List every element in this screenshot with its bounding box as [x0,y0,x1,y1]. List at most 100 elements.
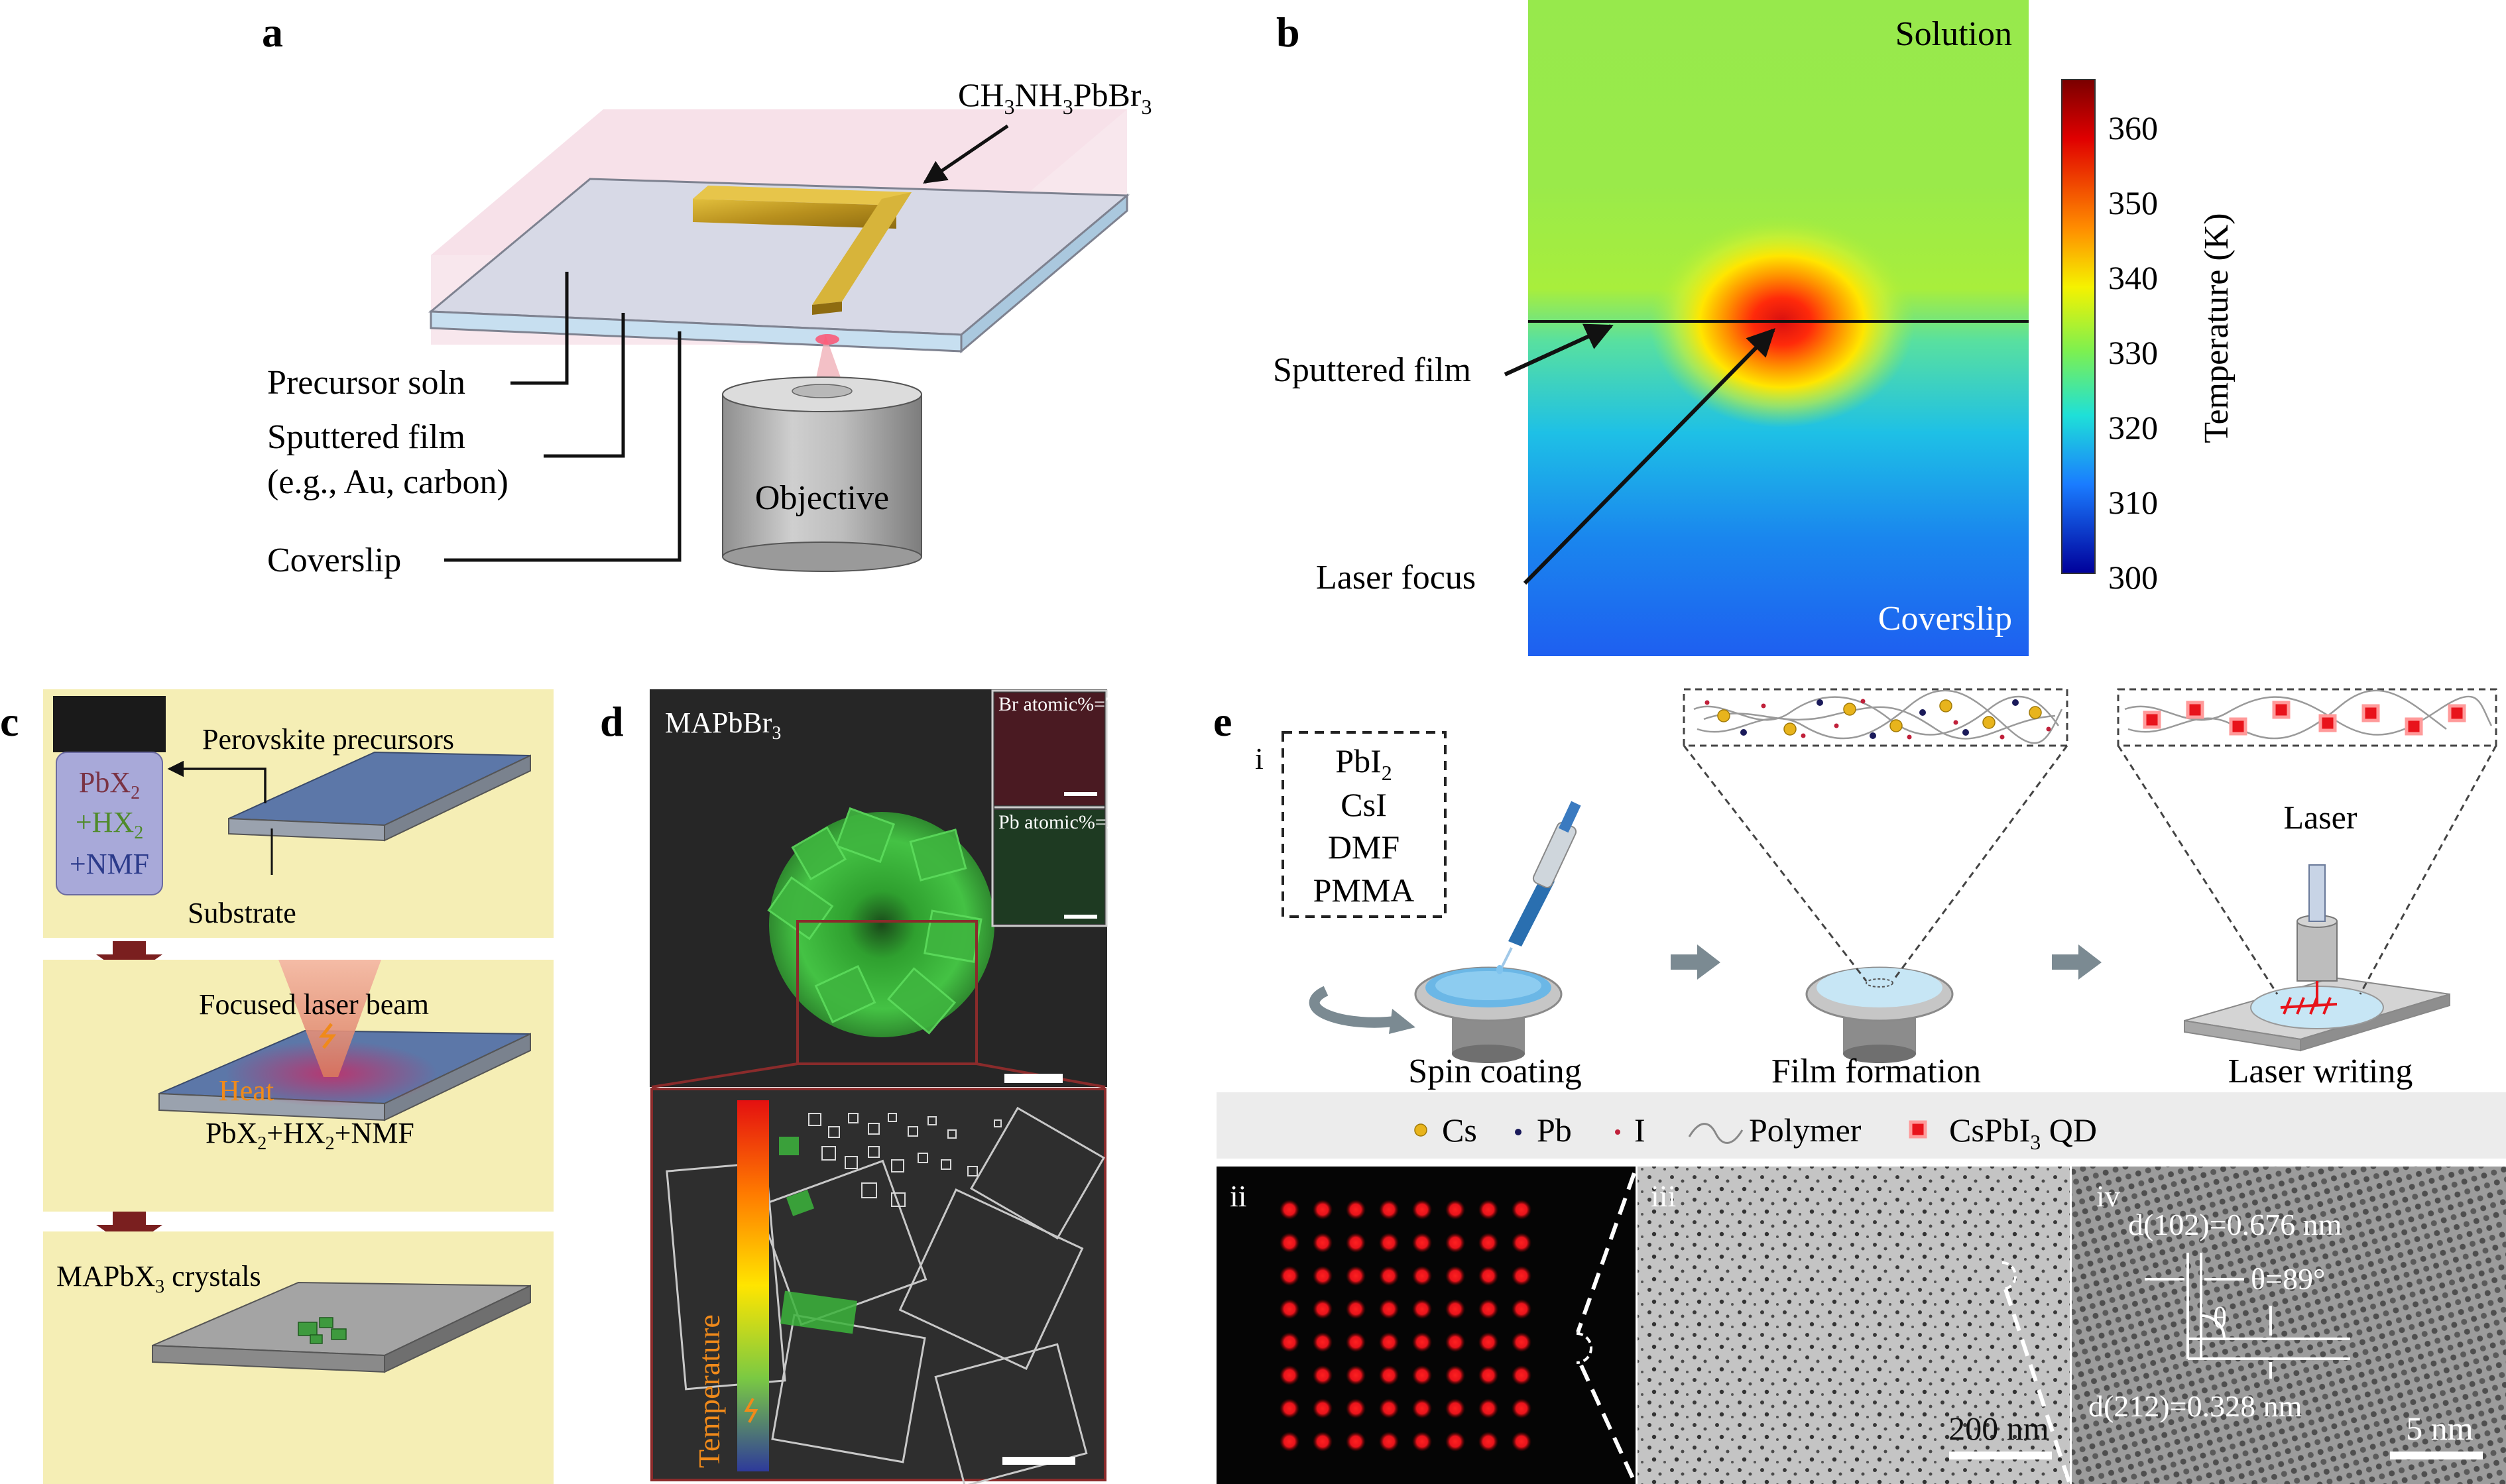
qd-dot [1313,1266,1333,1286]
legend-polymer: Polymer [1749,1112,1862,1149]
d212-label: d(212)=0.328 nm [2088,1389,2302,1423]
e-iii-label: iii [1651,1179,1676,1213]
legend-cs: Cs [1442,1112,1477,1149]
ingredient-dmf: DMF [1328,828,1400,866]
panel-b-letter: b [1276,9,1300,56]
scale-bar-200nm [1949,1452,2052,1459]
qd-dot [1512,1365,1531,1385]
qd-dot [1346,1266,1366,1286]
coverslip-label: Coverslip [267,542,401,579]
panel-c-letter: c [0,698,19,745]
coverslip-leader [444,331,682,562]
qd-dot [1313,1332,1333,1352]
qd-dot [1313,1299,1333,1319]
qd-dot [1512,1299,1531,1319]
tick-300: 300 [2108,559,2158,596]
scale-5nm-label: 5 nm [2406,1410,2474,1447]
precursors-label: Perovskite precursors [202,723,454,756]
coverslip-map-label: Coverslip [1878,600,2012,638]
tick-320: 320 [2108,409,2158,446]
film-formation-label: Film formation [1771,1053,1981,1090]
legend-polymer-icon [1688,1123,1744,1144]
atoms-i [1704,699,2051,740]
qd-dot [1280,1233,1299,1253]
qd-dot [1379,1200,1399,1220]
qd-dot [1512,1200,1531,1220]
ingredient-box [1282,731,1447,918]
step-arrow-2 [96,1212,162,1248]
qd-dot [1346,1200,1366,1220]
ingredient-csi: CsI [1341,786,1386,823]
qd-dot [1313,1233,1333,1253]
qd-dot [1280,1398,1299,1418]
ingredient-pmma: PMMA [1313,872,1415,909]
qd-dot [1478,1432,1498,1452]
laser-label: Laser [2283,799,2357,836]
qd-dot [1379,1365,1399,1385]
panel-a-letter: a [262,9,283,56]
qd-array-image [1217,1167,1636,1484]
qd-particles [2143,701,2466,736]
qd-dot [1478,1200,1498,1220]
qd-dot [1412,1266,1432,1286]
ingredient-pbi2: PbI2 [1335,742,1392,785]
sputtered-film-label: Sputtered film [267,418,465,456]
film-formation-device [1805,966,1954,1063]
precursor-leader [510,272,569,385]
qd-dot [1346,1332,1366,1352]
qd-dot [1280,1299,1299,1319]
perovskite-structure [693,186,912,205]
qd-dot [1379,1332,1399,1352]
qd-dot [1346,1432,1366,1452]
qd-dot [1445,1266,1465,1286]
crystals-label: MAPbX3 crystals [56,1260,261,1297]
qd-dot [1280,1266,1299,1286]
theta-89-label: θ=89° [2251,1262,2325,1296]
qd-dot [1313,1365,1333,1385]
compound-arrow [923,124,1009,184]
qd-dot [1445,1200,1465,1220]
objective-lens [722,376,922,572]
qd-dot [1445,1233,1465,1253]
scale-bar-d-bottom [1002,1457,1075,1465]
atoms-pb [1740,699,2019,739]
panel-d-letter: d [600,698,624,745]
qd-inset [2117,688,2497,747]
qd-dot [1412,1332,1432,1352]
qd-dot [1412,1398,1432,1418]
step-arrow-1 [96,941,162,978]
panel-a: a Objective CH3NH3PbBr3 Precursor [262,9,1152,579]
qd-dot [1478,1398,1498,1418]
panel-d: d MAPbBr3 Br atomic%=74.78 Pb a [600,689,1151,1484]
laser-focus-label: Laser focus [1316,559,1476,597]
legend-cs-dot [1414,1123,1427,1137]
legend-strip [1217,1092,2506,1159]
qd-dot [1445,1299,1465,1319]
scale-bar-d-top [1004,1074,1063,1083]
panel-c: c PbX2 +HX2 +NMF Perovskite precursors S… [0,689,554,1484]
process-arrow-1 [1671,944,1720,980]
temperature-squiggle-icon [744,1398,758,1423]
qd-dot [1512,1432,1531,1452]
legend-qd: CsPbI3 QD [1949,1112,2097,1154]
spin-coater [1414,966,1563,1063]
temperature-label: Temperature [692,1314,726,1468]
substrate-label: Substrate [188,897,296,929]
coverslip-plate-side [960,193,1128,354]
qd-dot [1478,1332,1498,1352]
qd-dot [1379,1233,1399,1253]
qd-dot [1445,1398,1465,1418]
spin-arrow-icon [1309,986,1400,1028]
sem-green-crystals [779,1137,857,1334]
heat-squiggle-icon [318,1023,337,1049]
qd-dot [1412,1200,1432,1220]
br-percent: Br atomic%=74.78 [998,693,1150,715]
legend: Cs Pb I Polymer CsPbI3 QD [1414,1112,2097,1154]
qd-dot [1478,1365,1498,1385]
process-arrow-2 [2052,944,2102,980]
qd-dot [1346,1398,1366,1418]
qd-dot [1445,1365,1465,1385]
scale-200nm-label: 200 nm [1948,1410,2049,1447]
legend-pb-dot [1515,1129,1522,1135]
theta-label: θ [2213,1302,2227,1334]
